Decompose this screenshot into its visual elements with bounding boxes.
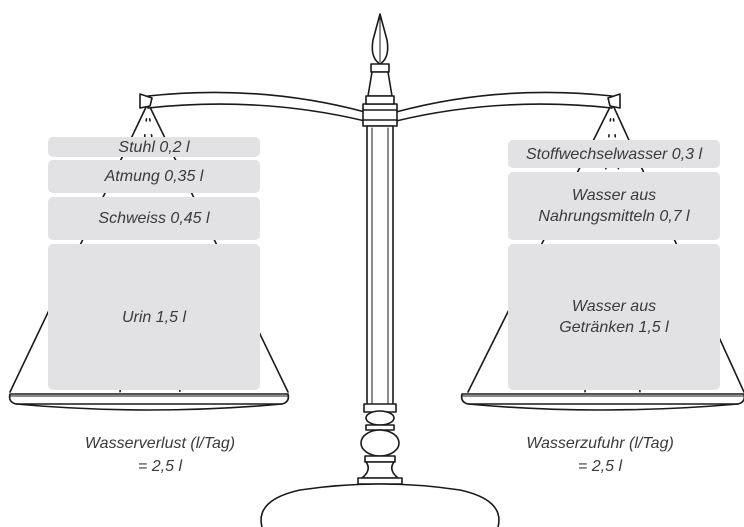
scale-base [260, 483, 500, 527]
scale-column [357, 125, 403, 485]
right-pan [460, 393, 744, 411]
water-loss-stool: Stuhl 0,2 l [48, 137, 260, 157]
left-pan [8, 393, 290, 411]
water-intake-drinks: Wasser aus Getränken 1,5 l [508, 244, 720, 390]
water-loss-sweat: Schweiss 0,45 l [48, 197, 260, 240]
water-intake-food: Wasser aus Nahrungsmitteln 0,7 l [508, 172, 720, 240]
water-loss-caption: Wasserverlust (l/Tag) = 2,5 l [84, 435, 236, 475]
water-intake-metabolic: Stoffwechselwasser 0,3 l [508, 140, 720, 168]
scale-finial [365, 13, 395, 105]
water-intake-caption: Wasserzufuhr (l/Tag) = 2,5 l [526, 435, 674, 475]
scale-beam [139, 91, 621, 127]
water-loss-breathing: Atmung 0,35 l [48, 160, 260, 193]
water-loss-urine: Urin 1,5 l [48, 244, 260, 390]
